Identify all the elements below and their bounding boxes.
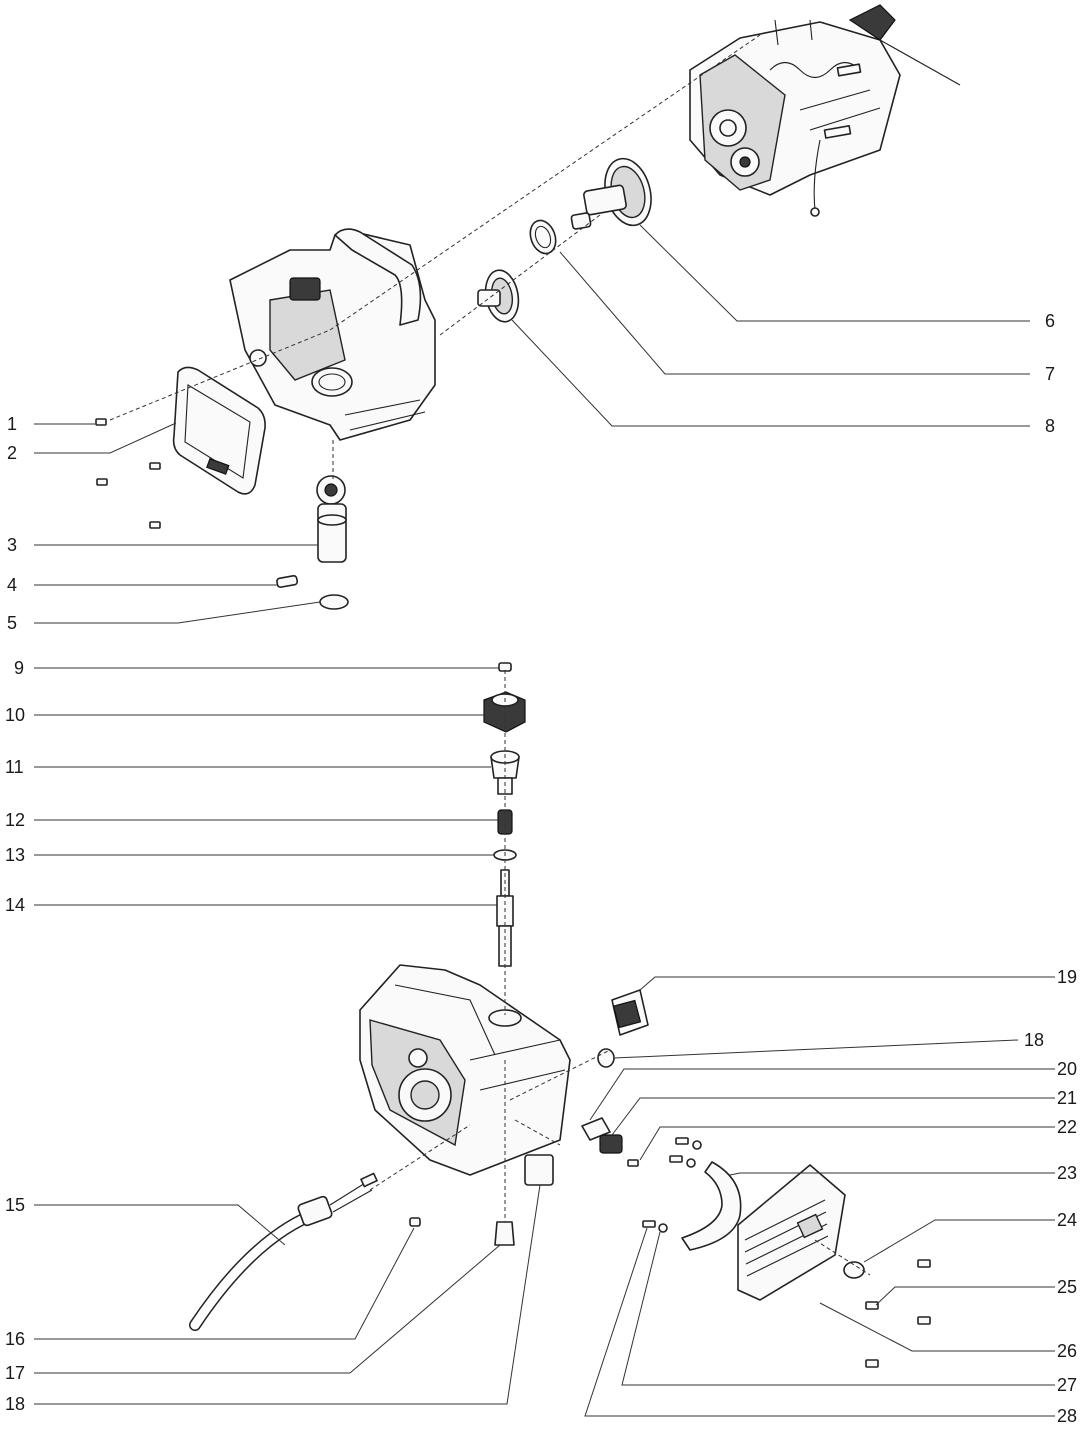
callout-24: 24 bbox=[1057, 1210, 1078, 1230]
connecting-rod-3 bbox=[316, 475, 347, 563]
callout-4: 4 bbox=[7, 575, 18, 595]
cover-2 bbox=[172, 366, 266, 495]
front-housing bbox=[229, 228, 436, 441]
plug-24 bbox=[843, 1261, 865, 1279]
gear-8 bbox=[477, 269, 520, 323]
bracket-23 bbox=[681, 1161, 742, 1251]
callout-18-lower: 18 bbox=[5, 1394, 26, 1414]
callout-14: 14 bbox=[5, 895, 26, 915]
callout-10: 10 bbox=[5, 705, 26, 725]
switch-19 bbox=[611, 989, 649, 1036]
screws-group-c bbox=[865, 1259, 931, 1368]
screw-22 bbox=[627, 1159, 639, 1167]
gear-6 bbox=[570, 157, 652, 230]
callout-27: 27 bbox=[1057, 1375, 1078, 1395]
screws-group-b bbox=[642, 1137, 702, 1233]
callout-15: 15 bbox=[5, 1195, 26, 1215]
washer-7 bbox=[529, 219, 557, 255]
switch-21 bbox=[599, 1134, 623, 1154]
callout-2: 2 bbox=[7, 443, 18, 463]
callout-17: 17 bbox=[5, 1363, 26, 1383]
callout-18-upper: 18 bbox=[1024, 1030, 1045, 1050]
callout-25: 25 bbox=[1057, 1277, 1078, 1297]
callout-26: 26 bbox=[1057, 1341, 1078, 1361]
control-board-26 bbox=[737, 1164, 846, 1301]
callout-9: 9 bbox=[14, 658, 25, 678]
callout-20: 20 bbox=[1057, 1059, 1078, 1079]
callout-3: 3 bbox=[7, 535, 18, 555]
pin-4 bbox=[276, 574, 299, 588]
callout-1: 1 bbox=[7, 414, 18, 434]
relay-18 bbox=[524, 1154, 554, 1186]
power-cord-15 bbox=[189, 1172, 378, 1331]
pump-housing bbox=[359, 964, 571, 1176]
callout-7: 7 bbox=[1045, 364, 1056, 384]
screws-group-a bbox=[95, 418, 161, 529]
callout-13: 13 bbox=[5, 845, 26, 865]
leader-lines bbox=[34, 224, 1055, 1417]
screw-16 bbox=[409, 1217, 421, 1227]
fitting-17 bbox=[494, 1221, 515, 1246]
motor-assembly bbox=[689, 4, 961, 217]
callout-19: 19 bbox=[1057, 967, 1078, 987]
o-ring-5 bbox=[319, 594, 349, 610]
callout-11: 11 bbox=[5, 757, 24, 777]
callout-21: 21 bbox=[1057, 1088, 1078, 1108]
callout-5: 5 bbox=[7, 613, 18, 633]
callout-16: 16 bbox=[5, 1329, 26, 1349]
callout-6: 6 bbox=[1045, 311, 1056, 331]
screw-9 bbox=[498, 662, 512, 672]
callout-12: 12 bbox=[5, 810, 26, 830]
callout-8: 8 bbox=[1045, 416, 1056, 436]
callout-23: 23 bbox=[1057, 1163, 1078, 1183]
callout-22: 22 bbox=[1057, 1117, 1078, 1137]
assembly-dashed-lines bbox=[109, 34, 871, 1276]
callout-28: 28 bbox=[1057, 1406, 1078, 1426]
